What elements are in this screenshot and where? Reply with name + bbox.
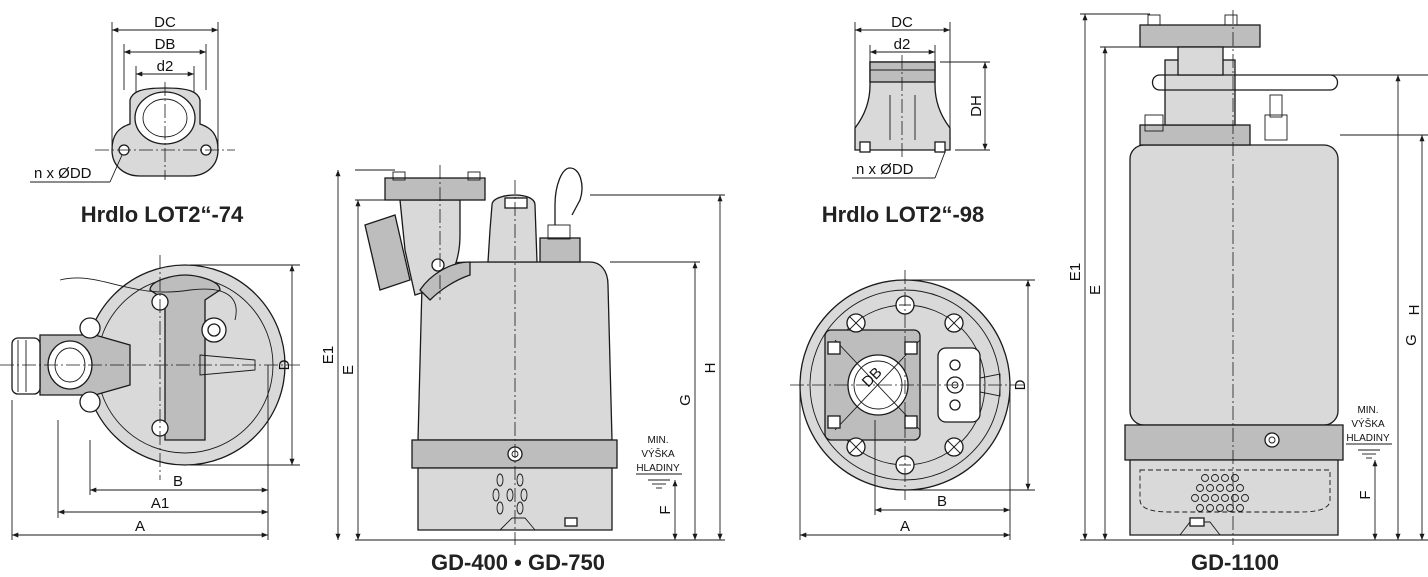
caption-gd1100: GD-1100 — [1191, 550, 1279, 575]
side1100-h-label: H — [1406, 305, 1423, 316]
level1100-line1: MIN. — [1357, 405, 1378, 416]
side400-e1-label: E1 — [320, 346, 337, 364]
top-view-gd1100-drawing: DB A B D — [790, 270, 1035, 540]
level400-line2: VÝŠKA — [641, 447, 675, 460]
side400-h-label: H — [702, 363, 719, 374]
side400-g-label: G — [677, 394, 694, 406]
top1100-a-label: A — [900, 518, 910, 535]
flange98-holes-label: n x ØDD — [856, 161, 914, 178]
level1100-line3: HLADINY — [1346, 433, 1390, 444]
level400-line1: MIN. — [647, 435, 668, 446]
side400-f-label: F — [657, 505, 674, 514]
side1100-g-label: G — [1403, 334, 1420, 346]
side-view-gd1100-drawing: E1 E G H F MIN. VÝŠKA HLADINY — [1067, 10, 1428, 545]
top400-a1-label: A1 — [151, 495, 169, 512]
flange74-dc-label: DC — [154, 14, 176, 31]
top1100-b-label: B — [937, 493, 947, 510]
side1100-f-label: F — [1357, 490, 1374, 499]
level1100-line2: VÝŠKA — [1351, 417, 1385, 430]
level400-line3: HLADINY — [636, 463, 680, 474]
side1100-e-label: E — [1087, 285, 1104, 295]
side1100-e1-label: E1 — [1067, 263, 1084, 281]
top400-a-label: A — [135, 518, 145, 535]
flange98-dh-label: DH — [968, 95, 985, 117]
intake-holes — [1191, 474, 1249, 512]
top400-d-label: D — [276, 359, 293, 370]
caption-lot98: Hrdlo LOT2“-98 — [822, 202, 985, 227]
flange-lot74-drawing: DC DB d2 n x ØDD — [30, 14, 235, 183]
caption-lot74: Hrdlo LOT2“-74 — [81, 202, 244, 227]
side-view-gd400-drawing: E1 E G H F MIN. VÝŠKA HLADINY — [320, 165, 725, 545]
flange74-holes-label: n x ØDD — [34, 165, 92, 182]
side400-e-label: E — [340, 365, 357, 375]
flange74-db-label: DB — [155, 36, 176, 53]
top400-b-label: B — [173, 473, 183, 490]
flange98-dc-label: DC — [891, 14, 913, 31]
flange74-d2-label: d2 — [157, 58, 174, 75]
caption-gd400: GD-400 • GD-750 — [431, 550, 605, 575]
flange-lot98-drawing: DC d2 DH n x ØDD — [852, 14, 990, 179]
top1100-d-label: D — [1012, 379, 1029, 390]
top-view-gd400-drawing: A A1 B D — [0, 255, 300, 540]
flange98-d2-label: d2 — [894, 36, 911, 53]
